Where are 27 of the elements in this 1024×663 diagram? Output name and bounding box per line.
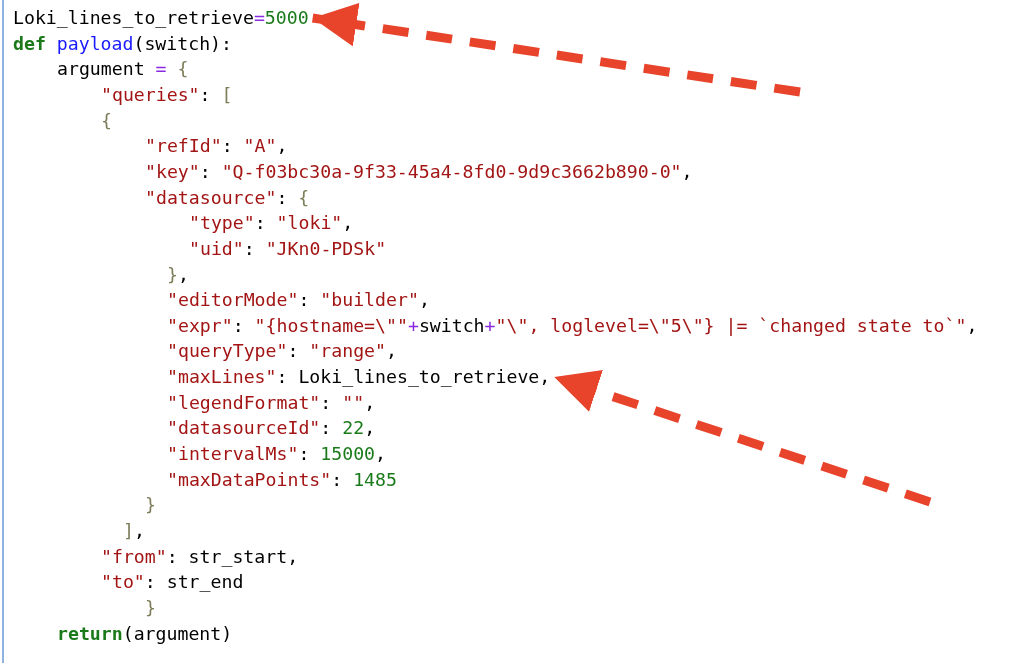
- code-line: }: [145, 494, 156, 517]
- code-line: Loki_lines_to_retrieve=5000: [13, 7, 309, 29]
- code-line: "datasourceId": 22,: [167, 417, 376, 440]
- code-line: },: [167, 263, 189, 286]
- code-line: ],: [123, 520, 145, 542]
- code-line: "uid": "JKn0-PDSk": [189, 237, 387, 260]
- code-line: "key": "Q-f03bc30a-9f33-45a4-8fd0-9d9c3662b890-0",: [145, 160, 693, 183]
- code-line: "editorMode": "builder",: [167, 289, 430, 312]
- arrow: [552, 370, 932, 507]
- code-line: argument = {: [57, 58, 189, 81]
- code-line: "maxLines": Loki_lines_to_retrieve,: [167, 366, 551, 389]
- code-line: "expr": "{hostname=\""+switch+"\", loglevel=\"5\"} |= `changed state to`",: [167, 314, 978, 337]
- code-line: def payload(switch):: [13, 32, 233, 55]
- code-line: }: [145, 596, 156, 619]
- code-line: return(argument): [57, 622, 233, 645]
- code-line: {: [101, 109, 112, 132]
- code-line: "to": str_end: [101, 571, 244, 594]
- code-line: "type": "loki",: [189, 212, 354, 235]
- code-line: "datasource": {: [145, 186, 310, 209]
- code-line: "from": str_start,: [101, 545, 299, 568]
- code-line: "refId": "A",: [145, 135, 288, 158]
- code-line: "legendFormat": "",: [167, 391, 376, 414]
- code-line: "queryType": "range",: [167, 340, 397, 363]
- code-line: "queries": [: [101, 83, 233, 106]
- code-line: "intervalMs": 15000,: [167, 443, 386, 466]
- code-line: "maxDataPoints": 1485: [167, 468, 397, 491]
- arrow: [312, 2, 801, 97]
